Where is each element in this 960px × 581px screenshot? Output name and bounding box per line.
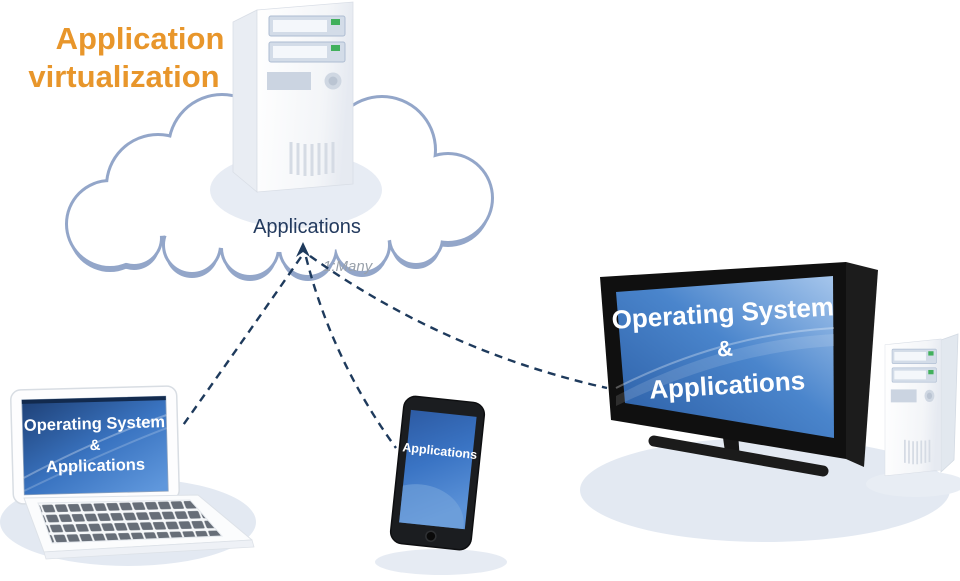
- title-line-2: virtualization: [28, 59, 219, 94]
- screen-swoosh: [23, 414, 167, 479]
- laptop-icon: Operating System & Applications: [0, 385, 256, 566]
- monitor-icon: Operating System & Applications: [600, 262, 878, 477]
- screen-swoosh: [616, 334, 834, 406]
- monitor-screen-label-2: &: [716, 336, 733, 362]
- server-tower-icon: [232, 0, 355, 194]
- laptop-screen-label-2: &: [89, 437, 100, 454]
- tower-front: [883, 337, 943, 477]
- page-title: Application virtualization: [28, 21, 224, 94]
- home-button-icon: [425, 530, 437, 542]
- laptop-keyboard: [37, 499, 224, 544]
- arrow-up-icon: [296, 242, 310, 257]
- monitor-screen: [616, 276, 834, 438]
- title-line-1: Application: [56, 21, 225, 56]
- monitor-stand-base: [648, 435, 829, 477]
- connector-laptop: [180, 256, 302, 429]
- tablet-icon: Applications: [375, 395, 507, 575]
- monitor-side: [846, 262, 878, 467]
- server-side-panel: [232, 9, 258, 193]
- tower-shadow: [866, 471, 960, 497]
- server-front: [255, 0, 355, 194]
- connectors: [180, 242, 608, 449]
- tower-side-panel: [940, 333, 959, 473]
- laptop-front-edge: [43, 539, 255, 560]
- connector-monitor: [309, 255, 608, 390]
- desktop-tower-icon: [883, 333, 959, 477]
- connector-tablet: [304, 256, 397, 449]
- laptop-screen-label-3: Applications: [46, 456, 145, 477]
- cloud-label: Applications: [253, 216, 361, 238]
- one-to-many-label: 1:Many: [323, 258, 374, 275]
- screen-glow: [399, 484, 464, 530]
- tablet-shadow: [375, 549, 507, 575]
- laptop-lid: Operating System & Applications: [10, 385, 180, 505]
- laptop-screen-label-1: Operating System: [24, 413, 166, 435]
